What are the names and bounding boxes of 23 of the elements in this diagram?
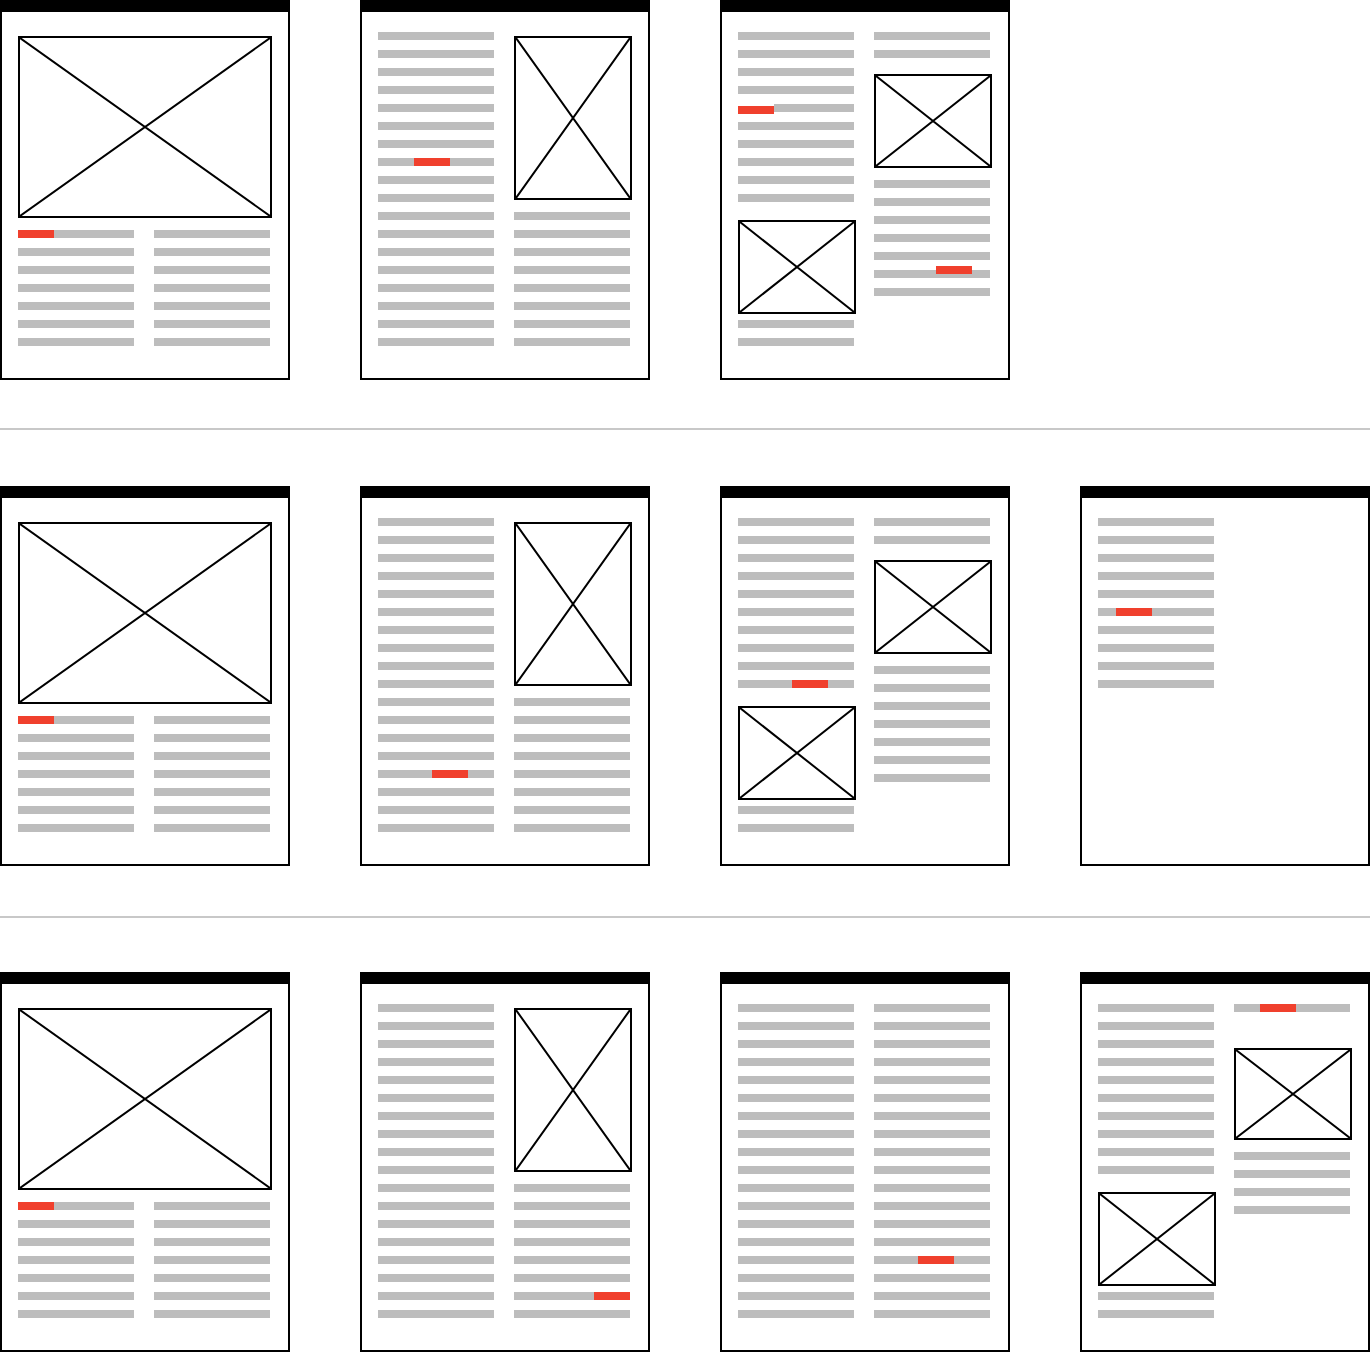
image-placeholder bbox=[1098, 1192, 1216, 1286]
image-placeholder bbox=[738, 220, 856, 314]
image-placeholder bbox=[1234, 1048, 1352, 1140]
page-layout-thumbnail bbox=[360, 0, 650, 380]
image-placeholder bbox=[874, 74, 992, 168]
page-layout-thumbnail bbox=[0, 486, 290, 866]
image-placeholder bbox=[874, 560, 992, 654]
page-layout-thumbnail bbox=[720, 0, 1010, 380]
page-layout-thumbnail bbox=[0, 972, 290, 1352]
image-placeholder bbox=[514, 522, 632, 686]
page-layout-thumbnail bbox=[0, 0, 290, 380]
image-placeholder bbox=[18, 1008, 272, 1190]
image-placeholder bbox=[514, 1008, 632, 1172]
image-placeholder bbox=[18, 522, 272, 704]
image-placeholder bbox=[514, 36, 632, 200]
image-placeholder bbox=[738, 706, 856, 800]
page-layout-thumbnail bbox=[1080, 486, 1370, 866]
page-layout-thumbnail bbox=[720, 972, 1010, 1352]
page-layout-thumbnail bbox=[1080, 972, 1370, 1352]
image-placeholder bbox=[18, 36, 272, 218]
page-layout-thumbnail bbox=[720, 486, 1010, 866]
page-layout-thumbnail bbox=[360, 972, 650, 1352]
page-layout-thumbnail bbox=[360, 486, 650, 866]
